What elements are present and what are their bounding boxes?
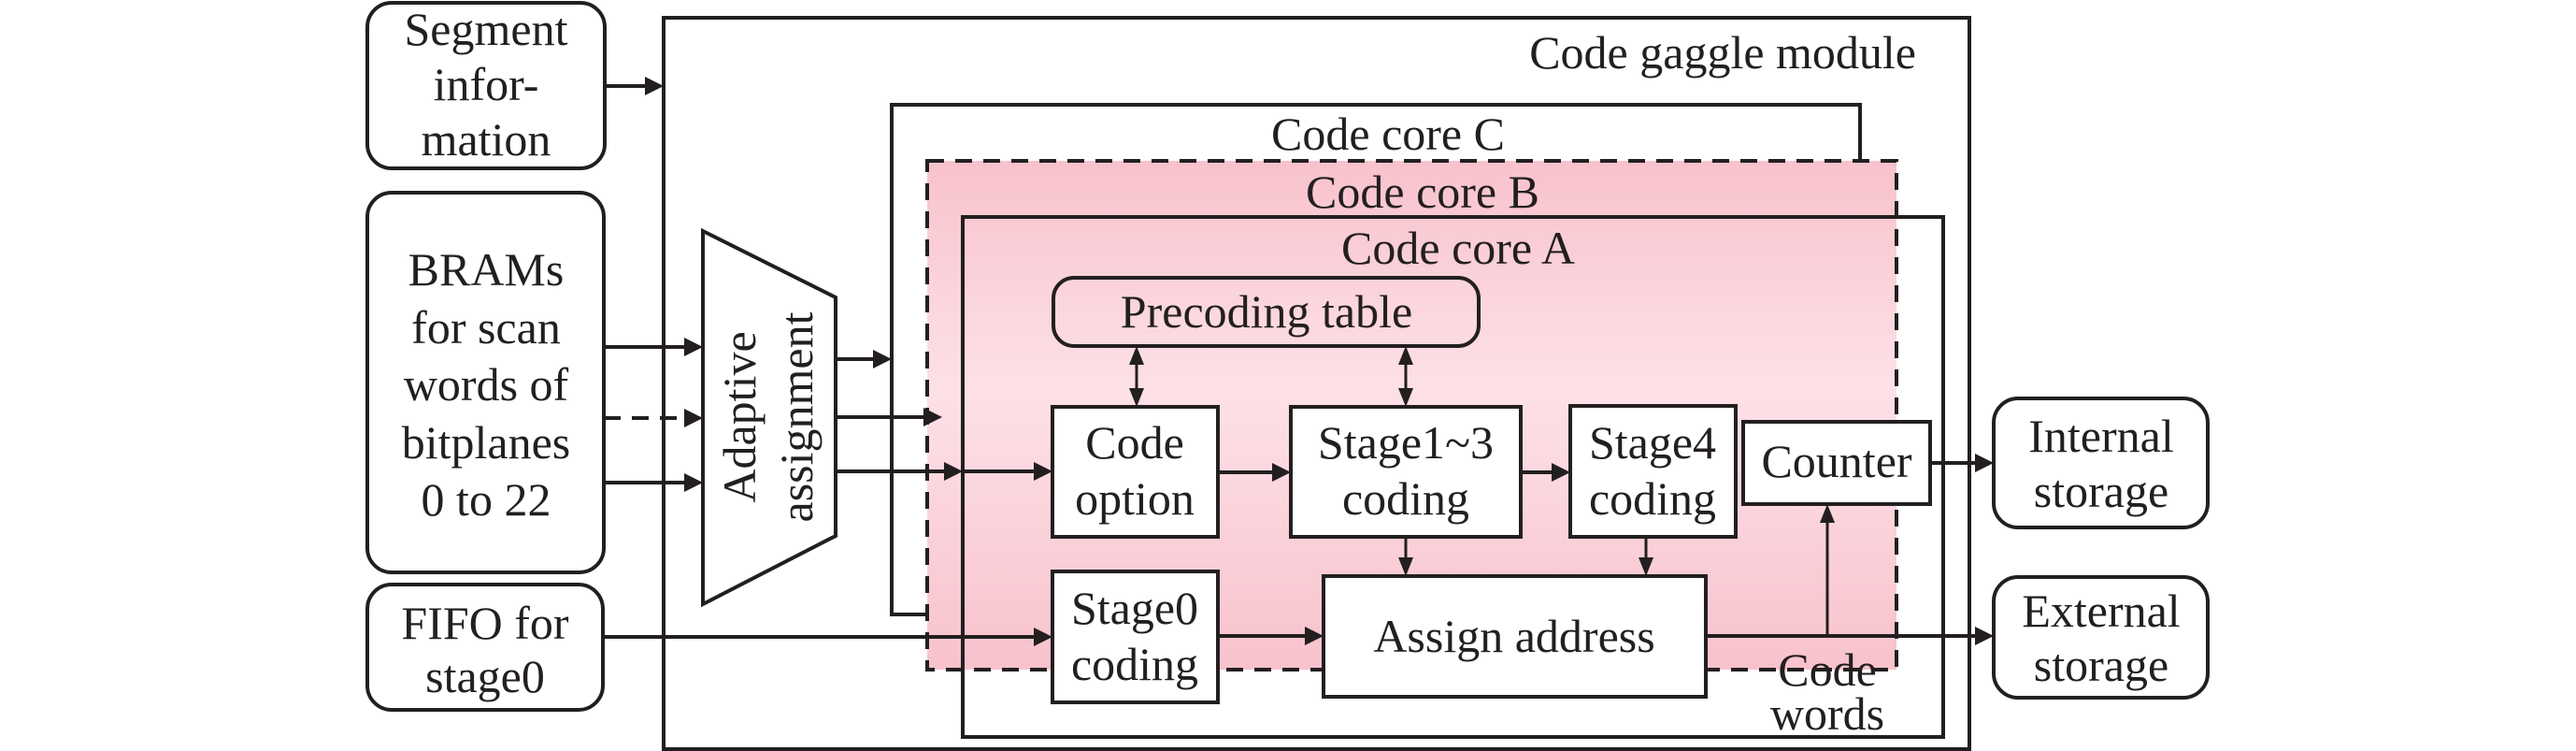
- segment-line-2: infor-: [434, 58, 539, 110]
- arrow-adaptive-to-core-a: [836, 462, 1052, 481]
- stage0-line-1: Stage0: [1071, 582, 1198, 634]
- arrow-stage4-to-assign: [1639, 537, 1653, 576]
- stage13-line-2: coding: [1342, 472, 1469, 525]
- arrow-brams-to-adaptive-1: [604, 338, 703, 356]
- code-option-box: Code option: [1051, 405, 1220, 539]
- code-words-line-2: words: [1770, 687, 1884, 740]
- segment-line-3: mation: [422, 113, 551, 166]
- adaptive-assignment-block: Adaptive assignment: [701, 227, 837, 608]
- code-words-line-1: Code: [1778, 643, 1877, 696]
- brams-line-3: words of: [404, 358, 569, 411]
- adaptive-line-1: Adaptive: [713, 331, 766, 502]
- external-storage-box: External storage: [1992, 575, 2210, 700]
- assign-address-box: Assign address: [1322, 574, 1708, 699]
- brams-line-4: bitplanes: [402, 416, 571, 469]
- stage4-line-1: Stage4: [1589, 416, 1716, 469]
- internal-storage-box: Internal storage: [1992, 397, 2210, 529]
- arrow-assign-to-external: [1706, 627, 1994, 645]
- core-b-title: Code core B: [1306, 166, 1539, 218]
- code-core-a: Code core A: [961, 215, 1945, 739]
- arrow-brams-to-adaptive-2-dashed: [604, 409, 703, 427]
- internal-line-1: Internal: [2028, 410, 2173, 462]
- internal-line-2: storage: [2034, 465, 2168, 517]
- code-gaggle-module: Code gaggle module: [662, 16, 1971, 751]
- arrow-codewords-to-counter: [1820, 504, 1835, 636]
- arrow-brams-to-adaptive-3: [604, 473, 703, 492]
- stage0-coding-box: Stage0 coding: [1051, 570, 1220, 704]
- external-line-1: External: [2022, 585, 2180, 637]
- assign-label: Assign address: [1373, 610, 1654, 662]
- adaptive-line-2: assignment: [770, 311, 823, 522]
- arrow-precoding-stage13: [1398, 346, 1413, 407]
- counter-box: Counter: [1741, 420, 1932, 506]
- core-c-title: Code core C: [1271, 108, 1505, 160]
- fifo-line-2: stage0: [425, 650, 545, 702]
- fifo-box: FIFO for stage0: [365, 583, 605, 712]
- arrow-precoding-code-option: [1129, 346, 1144, 407]
- code-option-line-2: option: [1075, 472, 1195, 525]
- precoding-table-box: Precoding table: [1052, 276, 1481, 348]
- arrow-stage0-to-assign: [1218, 627, 1324, 645]
- stage13-line-1: Stage1~3: [1318, 416, 1494, 469]
- stage4-coding-box: Stage4 coding: [1568, 404, 1738, 539]
- segment-line-1: Segment: [405, 3, 568, 55]
- arrow-adaptive-to-core-c: [836, 350, 892, 368]
- arrow-fifo-to-stage0: [603, 628, 1052, 646]
- arrow-segment-to-module: [605, 77, 664, 95]
- brams-line-2: for scan: [411, 301, 561, 354]
- stage1-3-coding-box: Stage1~3 coding: [1289, 405, 1523, 539]
- precoding-label: Precoding table: [1121, 285, 1412, 338]
- brams-box: BRAMs for scan words of bitplanes 0 to 2…: [365, 191, 606, 574]
- segment-information-box: Segment infor- mation: [365, 1, 607, 170]
- stage4-line-2: coding: [1589, 472, 1716, 525]
- stage0-line-2: coding: [1071, 638, 1198, 690]
- arrow-stage13-to-assign: [1398, 537, 1413, 576]
- brams-line-1: BRAMs: [408, 243, 565, 296]
- module-title: Code gaggle module: [1529, 26, 1916, 79]
- arrow-counter-to-internal: [1930, 454, 1994, 472]
- external-line-2: storage: [2034, 639, 2168, 691]
- arrow-stage13-to-stage4: [1521, 463, 1570, 482]
- core-a-title: Code core A: [1341, 222, 1575, 274]
- arrow-code-option-to-stage13: [1218, 463, 1291, 482]
- arrow-adaptive-to-core-b: [836, 408, 942, 426]
- fifo-line-1: FIFO for: [401, 597, 569, 649]
- counter-label: Counter: [1761, 435, 1911, 487]
- code-option-line-1: Code: [1085, 416, 1184, 469]
- brams-line-5: 0 to 22: [422, 473, 551, 526]
